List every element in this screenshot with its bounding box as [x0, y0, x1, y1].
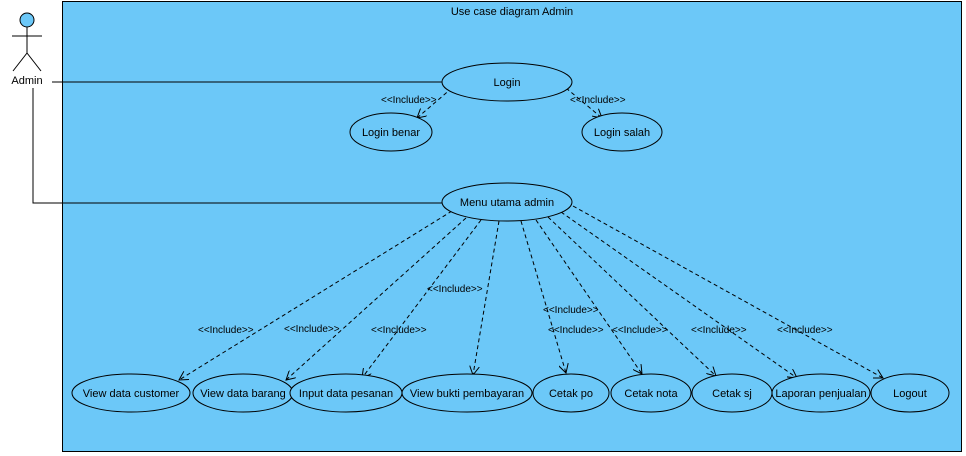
- include-edge-laporan: [560, 211, 797, 378]
- usecase-view-data-barang-label: View data barang: [200, 388, 285, 400]
- include-label-input-pesanan: <<Include>>: [427, 284, 483, 295]
- actor-admin[interactable]: Admin: [11, 12, 43, 87]
- usecase-view-bukti-pembayaran-label: View bukti pembayaran: [410, 388, 524, 400]
- include-edge-cetak-po: [520, 220, 566, 373]
- include-edge-cetak-nota: [535, 219, 642, 374]
- include-edge-view-barang: [286, 217, 467, 380]
- include-label-view-bukti: <<Include>>: [371, 325, 427, 336]
- usecase-login-salah[interactable]: Login salah: [581, 112, 663, 152]
- include-edges: [179, 87, 883, 380]
- usecase-view-data-barang[interactable]: View data barang: [192, 373, 294, 413]
- usecase-logout[interactable]: Logout: [870, 373, 950, 413]
- usecase-login-benar-label: Login benar: [362, 127, 420, 139]
- usecase-laporan-penjualan-label: Laporan penjualan: [775, 388, 866, 400]
- usecase-cetak-sj[interactable]: Cetak sj: [691, 373, 773, 413]
- usecase-logout-label: Logout: [893, 388, 927, 400]
- usecase-view-bukti-pembayaran[interactable]: View bukti pembayaran: [401, 373, 533, 413]
- usecase-cetak-po-label: Cetak po: [549, 388, 593, 400]
- usecase-cetak-sj-label: Cetak sj: [712, 388, 752, 400]
- usecase-login[interactable]: Login: [441, 62, 573, 102]
- include-edge-input-pesanan: [362, 219, 482, 378]
- usecase-login-benar[interactable]: Login benar: [349, 112, 433, 152]
- include-label-view-barang: <<Include>>: [284, 324, 340, 335]
- usecase-cetak-nota-label: Cetak nota: [624, 388, 678, 400]
- usecase-view-data-customer[interactable]: View data customer: [71, 373, 191, 413]
- include-edge-cetak-sj: [547, 216, 716, 376]
- include-label-cetak-nota-b: <<Include>>: [612, 325, 668, 336]
- usecase-menu-utama[interactable]: Menu utama admin: [441, 182, 573, 222]
- association-menu: [32, 88, 443, 204]
- usecase-view-data-customer-label: View data customer: [83, 388, 180, 400]
- include-edge-view-bukti: [473, 220, 500, 375]
- usecase-input-data-pesanan[interactable]: Input data pesanan: [289, 373, 403, 413]
- usecase-input-data-pesanan-label: Input data pesanan: [299, 388, 393, 400]
- include-label-cetak-sj: <<Include>>: [691, 325, 747, 336]
- include-label-cetak-po: <<Include>>: [543, 305, 599, 316]
- include-label-cetak-nota-a: <<Include>>: [548, 325, 604, 336]
- include-edge-logout: [572, 205, 883, 378]
- usecase-login-label: Login: [494, 77, 521, 89]
- include-edge-login-benar: [417, 87, 453, 118]
- usecase-menu-utama-label: Menu utama admin: [460, 197, 554, 209]
- usecase-login-salah-label: Login salah: [594, 127, 650, 139]
- actor-label: Admin: [11, 75, 42, 87]
- usecase-cetak-nota[interactable]: Cetak nota: [610, 373, 692, 413]
- include-edge-login-salah: [565, 87, 602, 118]
- include-label-login-benar: <<Include>>: [381, 95, 437, 106]
- include-edge-view-customer: [179, 210, 453, 380]
- usecase-cetak-po[interactable]: Cetak po: [532, 373, 610, 413]
- system-title: Use case diagram Admin: [451, 6, 573, 18]
- actor-head: [19, 12, 35, 28]
- include-label-login-salah: <<Include>>: [570, 95, 626, 106]
- usecase-laporan-penjualan[interactable]: Laporan penjualan: [771, 373, 871, 413]
- include-label-laporan: <<Include>>: [777, 325, 833, 336]
- include-label-view-customer: <<Include>>: [198, 325, 254, 336]
